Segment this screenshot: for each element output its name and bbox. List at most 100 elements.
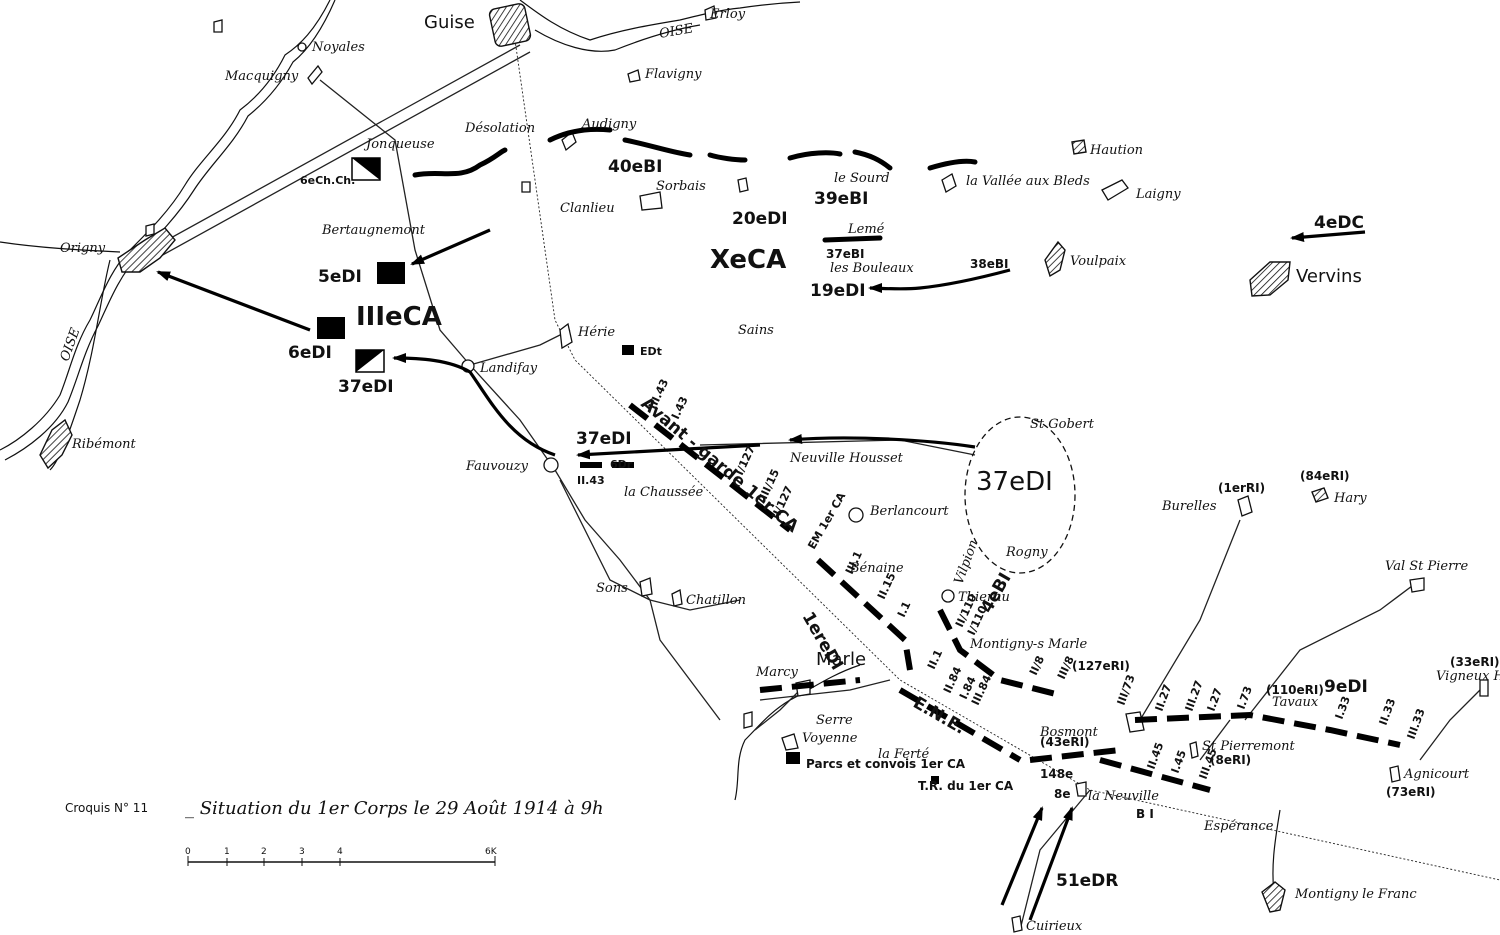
label-20e-di: 20eDI: [732, 209, 788, 229]
label-leme: Lemé: [847, 222, 885, 237]
label-voyenne: Voyenne: [802, 731, 858, 746]
label-jonqueuse: Jonqueuse: [363, 137, 435, 152]
label-bosmont: Bosmont: [1039, 725, 1099, 740]
label-em: EM 1er CA: [805, 490, 848, 552]
label-33e-ri: (33eRI): [1450, 655, 1500, 669]
label-38e-bi: 38eBI: [970, 257, 1008, 271]
label-5e-di: 5eDI: [318, 267, 362, 287]
label-landifay: Landifay: [479, 361, 538, 376]
label-37e-di-b: 37eDI: [576, 429, 632, 449]
origny-town: [117, 227, 176, 273]
vervins-town: [1249, 261, 1291, 297]
label-ene: E.N.E.: [910, 693, 969, 739]
label-neuville: Neuville Housset: [789, 451, 904, 466]
label-serre: Serre: [816, 713, 853, 728]
label-herie: Hérie: [577, 325, 615, 340]
label-127e-ri: (127eRI): [1072, 659, 1130, 673]
label-benaine: Bénaine: [849, 561, 904, 576]
label-st-pierremont: St Pierremont: [1202, 739, 1296, 754]
label-148e: 148e: [1040, 767, 1073, 781]
label-sorbais: Sorbais: [656, 179, 706, 194]
label-tr: T.R. du 1er CA: [918, 779, 1014, 793]
label-4e-dc: 4eDC: [1314, 213, 1364, 233]
battalion-label: I/127: [733, 444, 758, 478]
label-19e-di: 19eDI: [810, 281, 866, 301]
battalion-label: II/8: [1027, 654, 1047, 677]
scale-6k: 6K: [485, 847, 498, 857]
label-bertaugnemont: Bertaugnemont: [321, 223, 426, 238]
label-origny: Origny: [60, 241, 106, 256]
ribemont-town: [39, 418, 73, 470]
battalion-label: I.27: [1205, 686, 1225, 713]
label-1er-ri: (1erRI): [1218, 481, 1265, 495]
label-berlancourt: Berlancourt: [869, 504, 949, 519]
hauteon-town: [1071, 139, 1087, 155]
scale-1: 1: [224, 847, 230, 857]
label-la-vallee: la Vallée aux Bleds: [966, 174, 1090, 189]
label-37e-di-c: 37eDI: [976, 467, 1053, 497]
label-6dr: 6Dr: [610, 458, 633, 471]
label-edt: EDt: [640, 345, 662, 358]
scale-3: 3: [299, 847, 305, 857]
label-chatillon: Chatillon: [686, 593, 746, 608]
battalion-label: III.33: [1405, 707, 1428, 741]
battalion-label: III/73: [1115, 673, 1138, 707]
label-8e: 8e: [1054, 787, 1071, 801]
label-iii-ca: IIIeCA: [356, 302, 442, 332]
label-oise-n: OISE: [658, 21, 695, 42]
label-val-st-pierre: Val St Pierre: [1385, 559, 1469, 574]
label-fauvouzy: Fauvouzy: [465, 459, 529, 474]
label-burelles: Burelles: [1161, 499, 1217, 514]
label-les-bouleaux: les Bouleaux: [830, 261, 914, 276]
montigny-franc-town: [1261, 881, 1286, 913]
label-montigny: Montigny-s Marle: [969, 637, 1088, 652]
label-37e-di-a: 37eDI: [338, 377, 394, 397]
label-guise: Guise: [424, 12, 475, 33]
label-sons: Sons: [596, 581, 628, 596]
scale-bar: 0 1 2 3 4 6K: [185, 847, 498, 866]
label-agnicourt: Agnicourt: [1403, 767, 1470, 782]
label-84e-ri: (84eRI): [1300, 469, 1350, 483]
voulpaix-town: [1044, 240, 1066, 278]
battalion-label: II.45: [1145, 741, 1167, 771]
hary-town: [1311, 487, 1329, 503]
place-labels: Guise Noyales Macquigny OISE OISE Flavig…: [58, 7, 1500, 934]
label-esperance: Espérance: [1203, 819, 1274, 834]
caption-label: Croquis N° 11: [65, 801, 148, 815]
label-37e-bi: 37eBI: [826, 247, 864, 261]
battalion-label: II.33: [1377, 697, 1399, 727]
label-noyales: Noyales: [311, 40, 365, 55]
label-thiernu: Thiernu: [958, 590, 1010, 605]
scale-4: 4: [337, 847, 343, 857]
label-sains: Sains: [738, 323, 774, 338]
battalion-label: I.33: [1333, 694, 1353, 721]
label-voulpaix: Voulpaix: [1070, 254, 1127, 269]
label-40e-bi: 40eBI: [608, 157, 662, 177]
label-39e-bi: 39eBI: [814, 189, 868, 209]
label-audigny: Audigny: [581, 117, 637, 132]
caption-title: _ Situation du 1er Corps le 29 Août 1914…: [185, 798, 604, 819]
label-marle: Marle: [816, 649, 866, 670]
label-clanlieu: Clanlieu: [560, 201, 615, 216]
label-desolation: Désolation: [464, 121, 535, 136]
label-vigneux: Vigneux Hocquet: [1436, 669, 1500, 684]
label-51e-dr: 51eDR: [1056, 871, 1118, 891]
battalion-label: II.43: [577, 474, 605, 487]
label-hary: Hary: [1333, 491, 1367, 506]
label-la-neuville: la Neuville: [1088, 789, 1159, 804]
37e-di-area: [964, 416, 1076, 574]
label-8e-ri: (8eRI): [1210, 753, 1251, 767]
label-flavigny: Flavigny: [644, 67, 702, 82]
battalion-label: I.1: [895, 599, 914, 619]
label-marcy: Marcy: [755, 665, 799, 680]
label-bi: B I: [1136, 807, 1154, 821]
label-macquigny: Macquigny: [224, 69, 299, 84]
label-9e-di: 9eDI: [1324, 677, 1368, 697]
label-6e-ch: 6eCh.Ch.: [300, 174, 355, 187]
label-vilpion: Vilpion: [952, 538, 982, 587]
troop-columns: [580, 402, 1401, 793]
unit-symbols: [317, 157, 939, 784]
label-73e-ri: (73eRI): [1386, 785, 1436, 799]
label-haution: Haution: [1089, 143, 1143, 158]
label-st-gobert: St Gobert: [1030, 417, 1095, 432]
